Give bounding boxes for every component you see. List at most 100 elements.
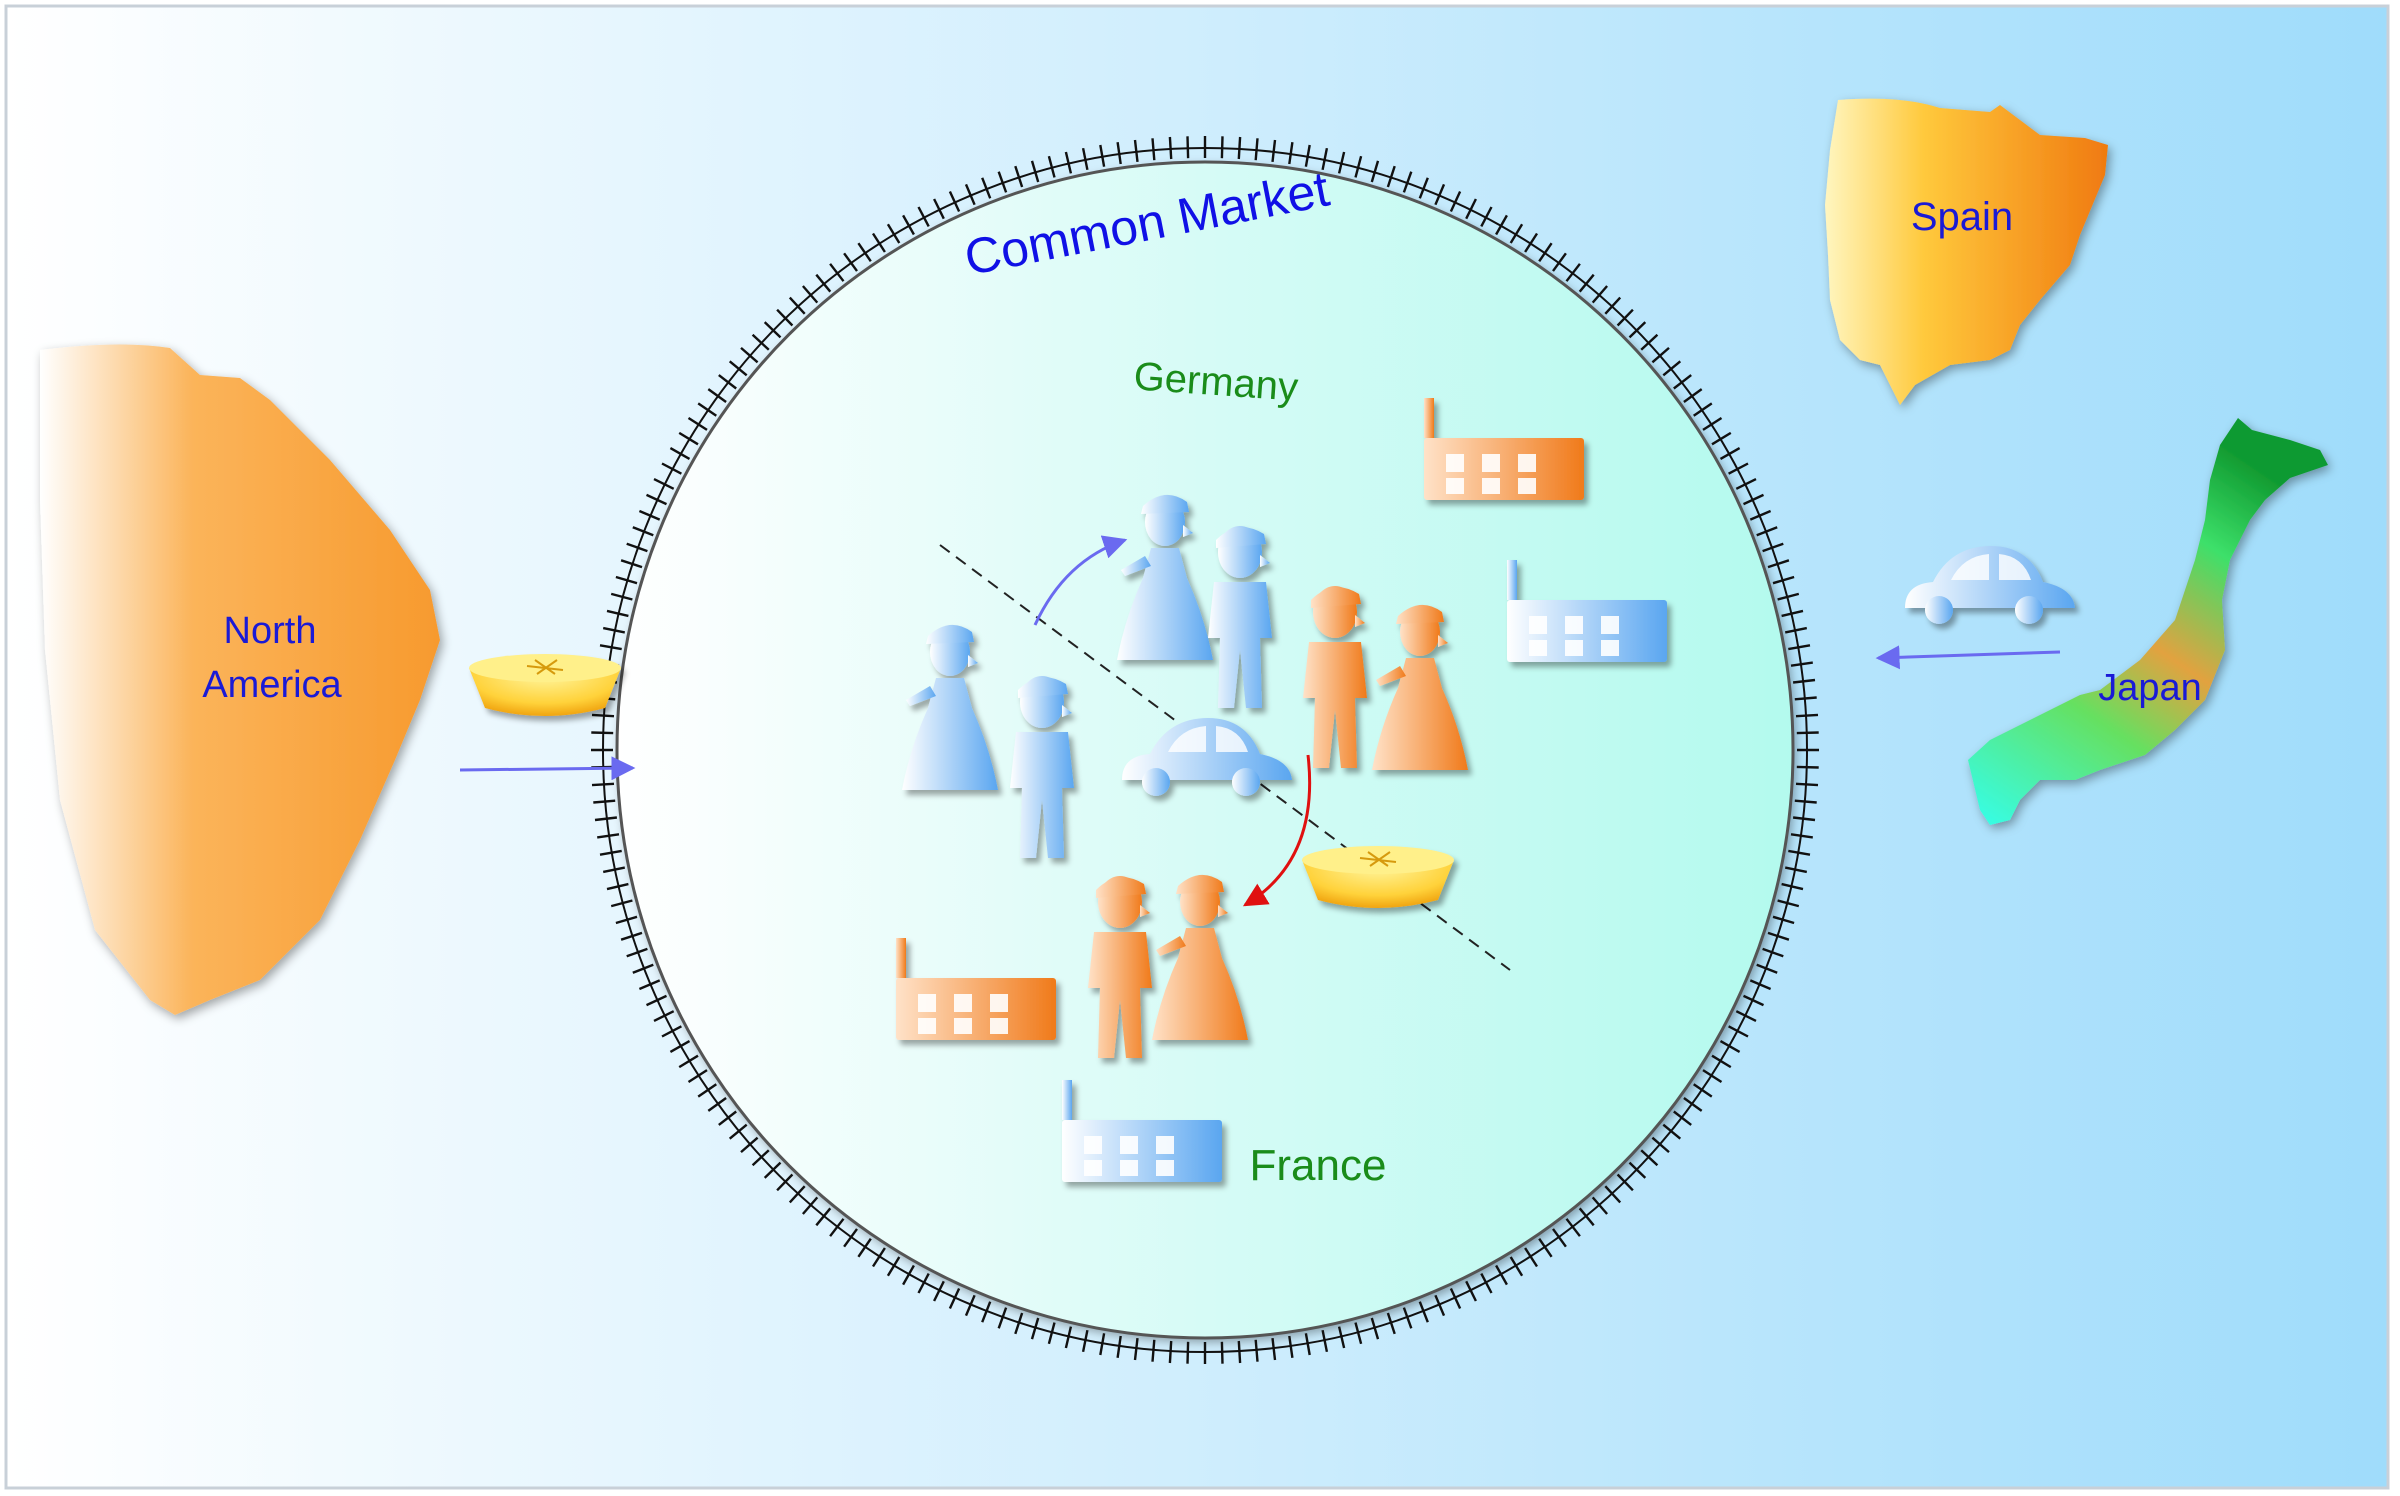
barrier-tick bbox=[1767, 559, 1790, 569]
barrier-tick bbox=[1288, 142, 1294, 165]
barrier-tick bbox=[1014, 1312, 1024, 1335]
barrier-tick bbox=[632, 526, 654, 537]
barrier-tick bbox=[1693, 402, 1713, 417]
barrier-tick bbox=[620, 559, 643, 569]
barrier-tick bbox=[661, 1025, 682, 1038]
barrier-tick bbox=[871, 232, 886, 253]
barrier-tick bbox=[964, 183, 976, 206]
barrier-tick bbox=[1047, 155, 1056, 178]
barrier-tick bbox=[1254, 138, 1259, 161]
barrier-tick bbox=[1616, 308, 1634, 327]
barrier-tick bbox=[788, 296, 806, 315]
barrier-tick bbox=[1628, 321, 1647, 339]
barrier-tick bbox=[669, 447, 691, 460]
barrier-tick bbox=[638, 509, 661, 521]
barrier-tick bbox=[653, 1010, 675, 1022]
barrier-tick bbox=[857, 242, 872, 262]
barrier-tick bbox=[763, 321, 782, 339]
barrier-tick bbox=[997, 1307, 1008, 1329]
barrier-tick bbox=[707, 388, 727, 403]
barrier-tick bbox=[1728, 462, 1749, 475]
barrier-tick bbox=[1288, 1335, 1294, 1358]
barrier-tick bbox=[728, 360, 748, 377]
barrier-tick bbox=[917, 1273, 930, 1294]
barrier-tick bbox=[1756, 963, 1778, 974]
barrier-tick bbox=[1495, 1264, 1508, 1286]
barrier-tick bbox=[1480, 206, 1493, 227]
barrier-tick bbox=[1762, 947, 1784, 958]
barrier-tick bbox=[1788, 644, 1811, 651]
barrier-tick bbox=[1030, 1317, 1040, 1340]
barrier-tick bbox=[1370, 1317, 1380, 1340]
barrier-tick bbox=[1186, 1341, 1190, 1364]
barrier-tick bbox=[615, 575, 638, 585]
north-america-shape bbox=[40, 344, 440, 1015]
barrier-tick bbox=[1591, 1196, 1609, 1215]
barrier-tick bbox=[1538, 242, 1553, 262]
barrier-tick bbox=[1628, 1161, 1647, 1179]
pie-icon bbox=[468, 653, 622, 717]
pie-icon bbox=[1301, 845, 1455, 909]
barrier-tick bbox=[1220, 136, 1224, 159]
barrier-tick bbox=[718, 1110, 737, 1126]
japan-label: Japan bbox=[2098, 667, 2202, 709]
barrier-tick bbox=[1784, 866, 1808, 874]
barrier-tick bbox=[1386, 165, 1396, 188]
barrier-tick bbox=[669, 1040, 691, 1053]
barrier-tick bbox=[1578, 273, 1595, 293]
barrier-tick bbox=[1081, 1329, 1089, 1353]
barrier-tick bbox=[1099, 144, 1106, 167]
barrier-tick bbox=[707, 1097, 727, 1112]
barrier-tick bbox=[1796, 765, 1819, 769]
barrier-tick bbox=[1651, 346, 1670, 364]
barrier-tick bbox=[1465, 198, 1477, 220]
barrier-tick bbox=[1509, 1256, 1524, 1277]
barrier-tick bbox=[661, 462, 682, 475]
barrier-tick bbox=[645, 994, 668, 1007]
barrier-tick bbox=[599, 644, 622, 651]
barrier-tick bbox=[997, 171, 1008, 193]
barrier-tick bbox=[1683, 1097, 1703, 1112]
barrier-tick bbox=[594, 816, 618, 822]
barrier-tick bbox=[1735, 1010, 1757, 1022]
barrier-tick bbox=[597, 833, 620, 839]
barrier-tick bbox=[1099, 1333, 1106, 1356]
barrier-tick bbox=[1434, 183, 1446, 206]
barrier-tick bbox=[1565, 263, 1581, 282]
barrier-tick bbox=[1321, 147, 1329, 171]
barrier-tick bbox=[1354, 1322, 1363, 1345]
barrier-tick bbox=[1402, 1307, 1413, 1329]
barrier-tick bbox=[1064, 151, 1073, 174]
barrier-tick bbox=[1795, 782, 1819, 787]
barrier-tick bbox=[1151, 1339, 1156, 1362]
barrier-tick bbox=[1524, 232, 1539, 253]
barrier-tick bbox=[1271, 1337, 1277, 1361]
barrier-tick bbox=[1662, 1123, 1682, 1140]
barrier-tick bbox=[1047, 1322, 1056, 1345]
barrier-tick bbox=[981, 177, 992, 199]
north-america-label-line1: North bbox=[224, 610, 317, 652]
barrier-tick bbox=[1784, 626, 1808, 634]
barrier-tick bbox=[1030, 160, 1040, 183]
barrier-tick bbox=[964, 1294, 976, 1317]
barrier-tick bbox=[1790, 833, 1813, 839]
barrier-tick bbox=[857, 1238, 872, 1258]
barrier-tick bbox=[843, 1228, 858, 1248]
barrier-tick bbox=[1064, 1326, 1073, 1349]
spain-label: Spain bbox=[1911, 195, 2013, 239]
common-market-border bbox=[615, 160, 1795, 1340]
barrier-tick bbox=[1719, 447, 1741, 460]
barrier-tick bbox=[678, 431, 699, 446]
barrier-tick bbox=[1337, 151, 1346, 174]
barrier-tick bbox=[1711, 431, 1732, 446]
barrier-tick bbox=[1168, 136, 1173, 160]
barrier-tick bbox=[1662, 360, 1682, 377]
barrier-tick bbox=[602, 866, 626, 874]
barrier-tick bbox=[645, 493, 668, 506]
barrier-tick bbox=[1386, 1312, 1396, 1335]
barrier-tick bbox=[843, 252, 858, 272]
barrier-tick bbox=[1151, 138, 1156, 161]
barrier-tick bbox=[801, 285, 819, 304]
barrier-tick bbox=[1772, 575, 1795, 585]
barrier-tick bbox=[1133, 1337, 1139, 1361]
